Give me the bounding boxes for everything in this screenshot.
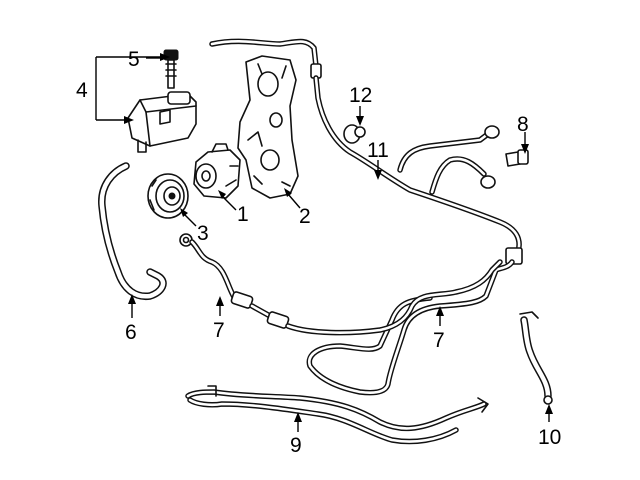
pump-bracket bbox=[237, 55, 299, 199]
callout-2: 2 bbox=[299, 205, 311, 228]
return-line bbox=[306, 75, 523, 396]
callout-9: 9 bbox=[290, 434, 302, 457]
small-hose bbox=[519, 311, 553, 405]
clamp bbox=[343, 124, 366, 144]
callout-1-leader bbox=[218, 190, 237, 211]
callout-11: 11 bbox=[367, 139, 389, 162]
cooler-line bbox=[397, 125, 500, 195]
callout-3: 3 bbox=[197, 222, 209, 245]
callout-8-leader bbox=[521, 132, 529, 154]
pulley bbox=[147, 173, 189, 219]
callout-12: 12 bbox=[349, 84, 372, 107]
callout-8: 8 bbox=[517, 113, 529, 136]
power-steering-pump bbox=[193, 143, 241, 199]
callout-6: 6 bbox=[125, 321, 137, 344]
callout-2-leader bbox=[284, 188, 301, 209]
callout-12-leader bbox=[356, 106, 364, 126]
cooler-tube bbox=[185, 385, 489, 445]
callout-4: 4 bbox=[76, 79, 88, 102]
callout-6-leader bbox=[128, 294, 136, 318]
callout-7b-leader bbox=[436, 306, 444, 326]
callout-1: 1 bbox=[237, 203, 249, 226]
callout-11-leader bbox=[374, 160, 382, 180]
callout-7-left: 7 bbox=[213, 319, 225, 342]
upper-feed-pipe bbox=[209, 38, 322, 79]
callout-7a-leader bbox=[216, 296, 224, 316]
bolt bbox=[505, 149, 529, 167]
callout-5: 5 bbox=[128, 48, 140, 71]
callout-7-right: 7 bbox=[433, 329, 445, 352]
pressure-hose bbox=[179, 233, 503, 336]
callout-10: 10 bbox=[538, 426, 561, 449]
callout-3-leader bbox=[180, 208, 197, 227]
callout-9-leader bbox=[294, 412, 302, 432]
callout-4-bracket bbox=[95, 53, 170, 124]
return-hose bbox=[98, 162, 167, 301]
reservoir bbox=[127, 91, 197, 153]
callout-10-leader bbox=[545, 404, 553, 422]
